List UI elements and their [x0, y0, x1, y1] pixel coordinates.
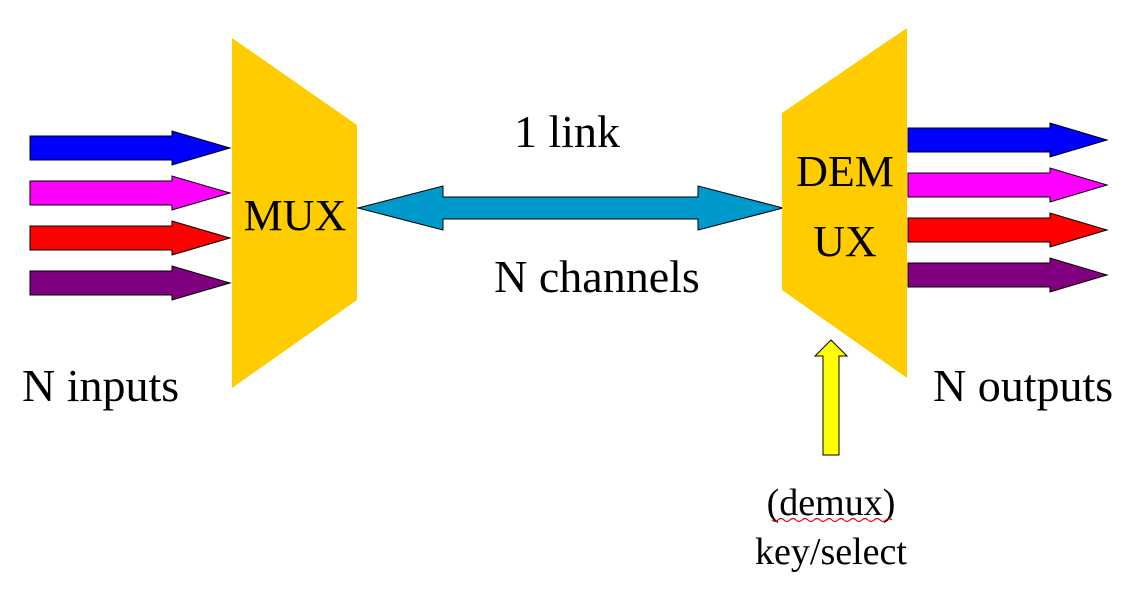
output-arrow-2: [907, 167, 1109, 203]
spellcheck-underline: [771, 517, 893, 523]
select-label-line1: (demux): [767, 482, 896, 524]
demux-label-line2: UX: [813, 217, 877, 266]
output-arrow-1: [907, 122, 1109, 158]
outputs-label: N outputs: [933, 360, 1113, 411]
link-top-label: 1 link: [514, 106, 620, 157]
input-arrow-2: [29, 175, 232, 211]
mux-label: MUX: [244, 191, 347, 240]
output-arrow-3: [907, 212, 1109, 248]
input-arrow-1: [29, 130, 232, 166]
inputs-label: N inputs: [22, 360, 179, 411]
input-arrow-3: [29, 220, 232, 256]
select-label-line2: key/select: [755, 531, 907, 573]
link-double-arrow: [356, 185, 785, 231]
link-bottom-label: N channels: [494, 251, 700, 302]
mux-block: [232, 38, 357, 388]
output-arrow-4: [907, 257, 1109, 293]
input-arrow-4: [29, 265, 232, 301]
select-up-arrow: [813, 339, 849, 456]
input-arrows: [29, 130, 232, 301]
demux-block: [782, 28, 907, 378]
output-arrows: [907, 122, 1109, 293]
demux-label-line1: DEM: [796, 147, 894, 196]
